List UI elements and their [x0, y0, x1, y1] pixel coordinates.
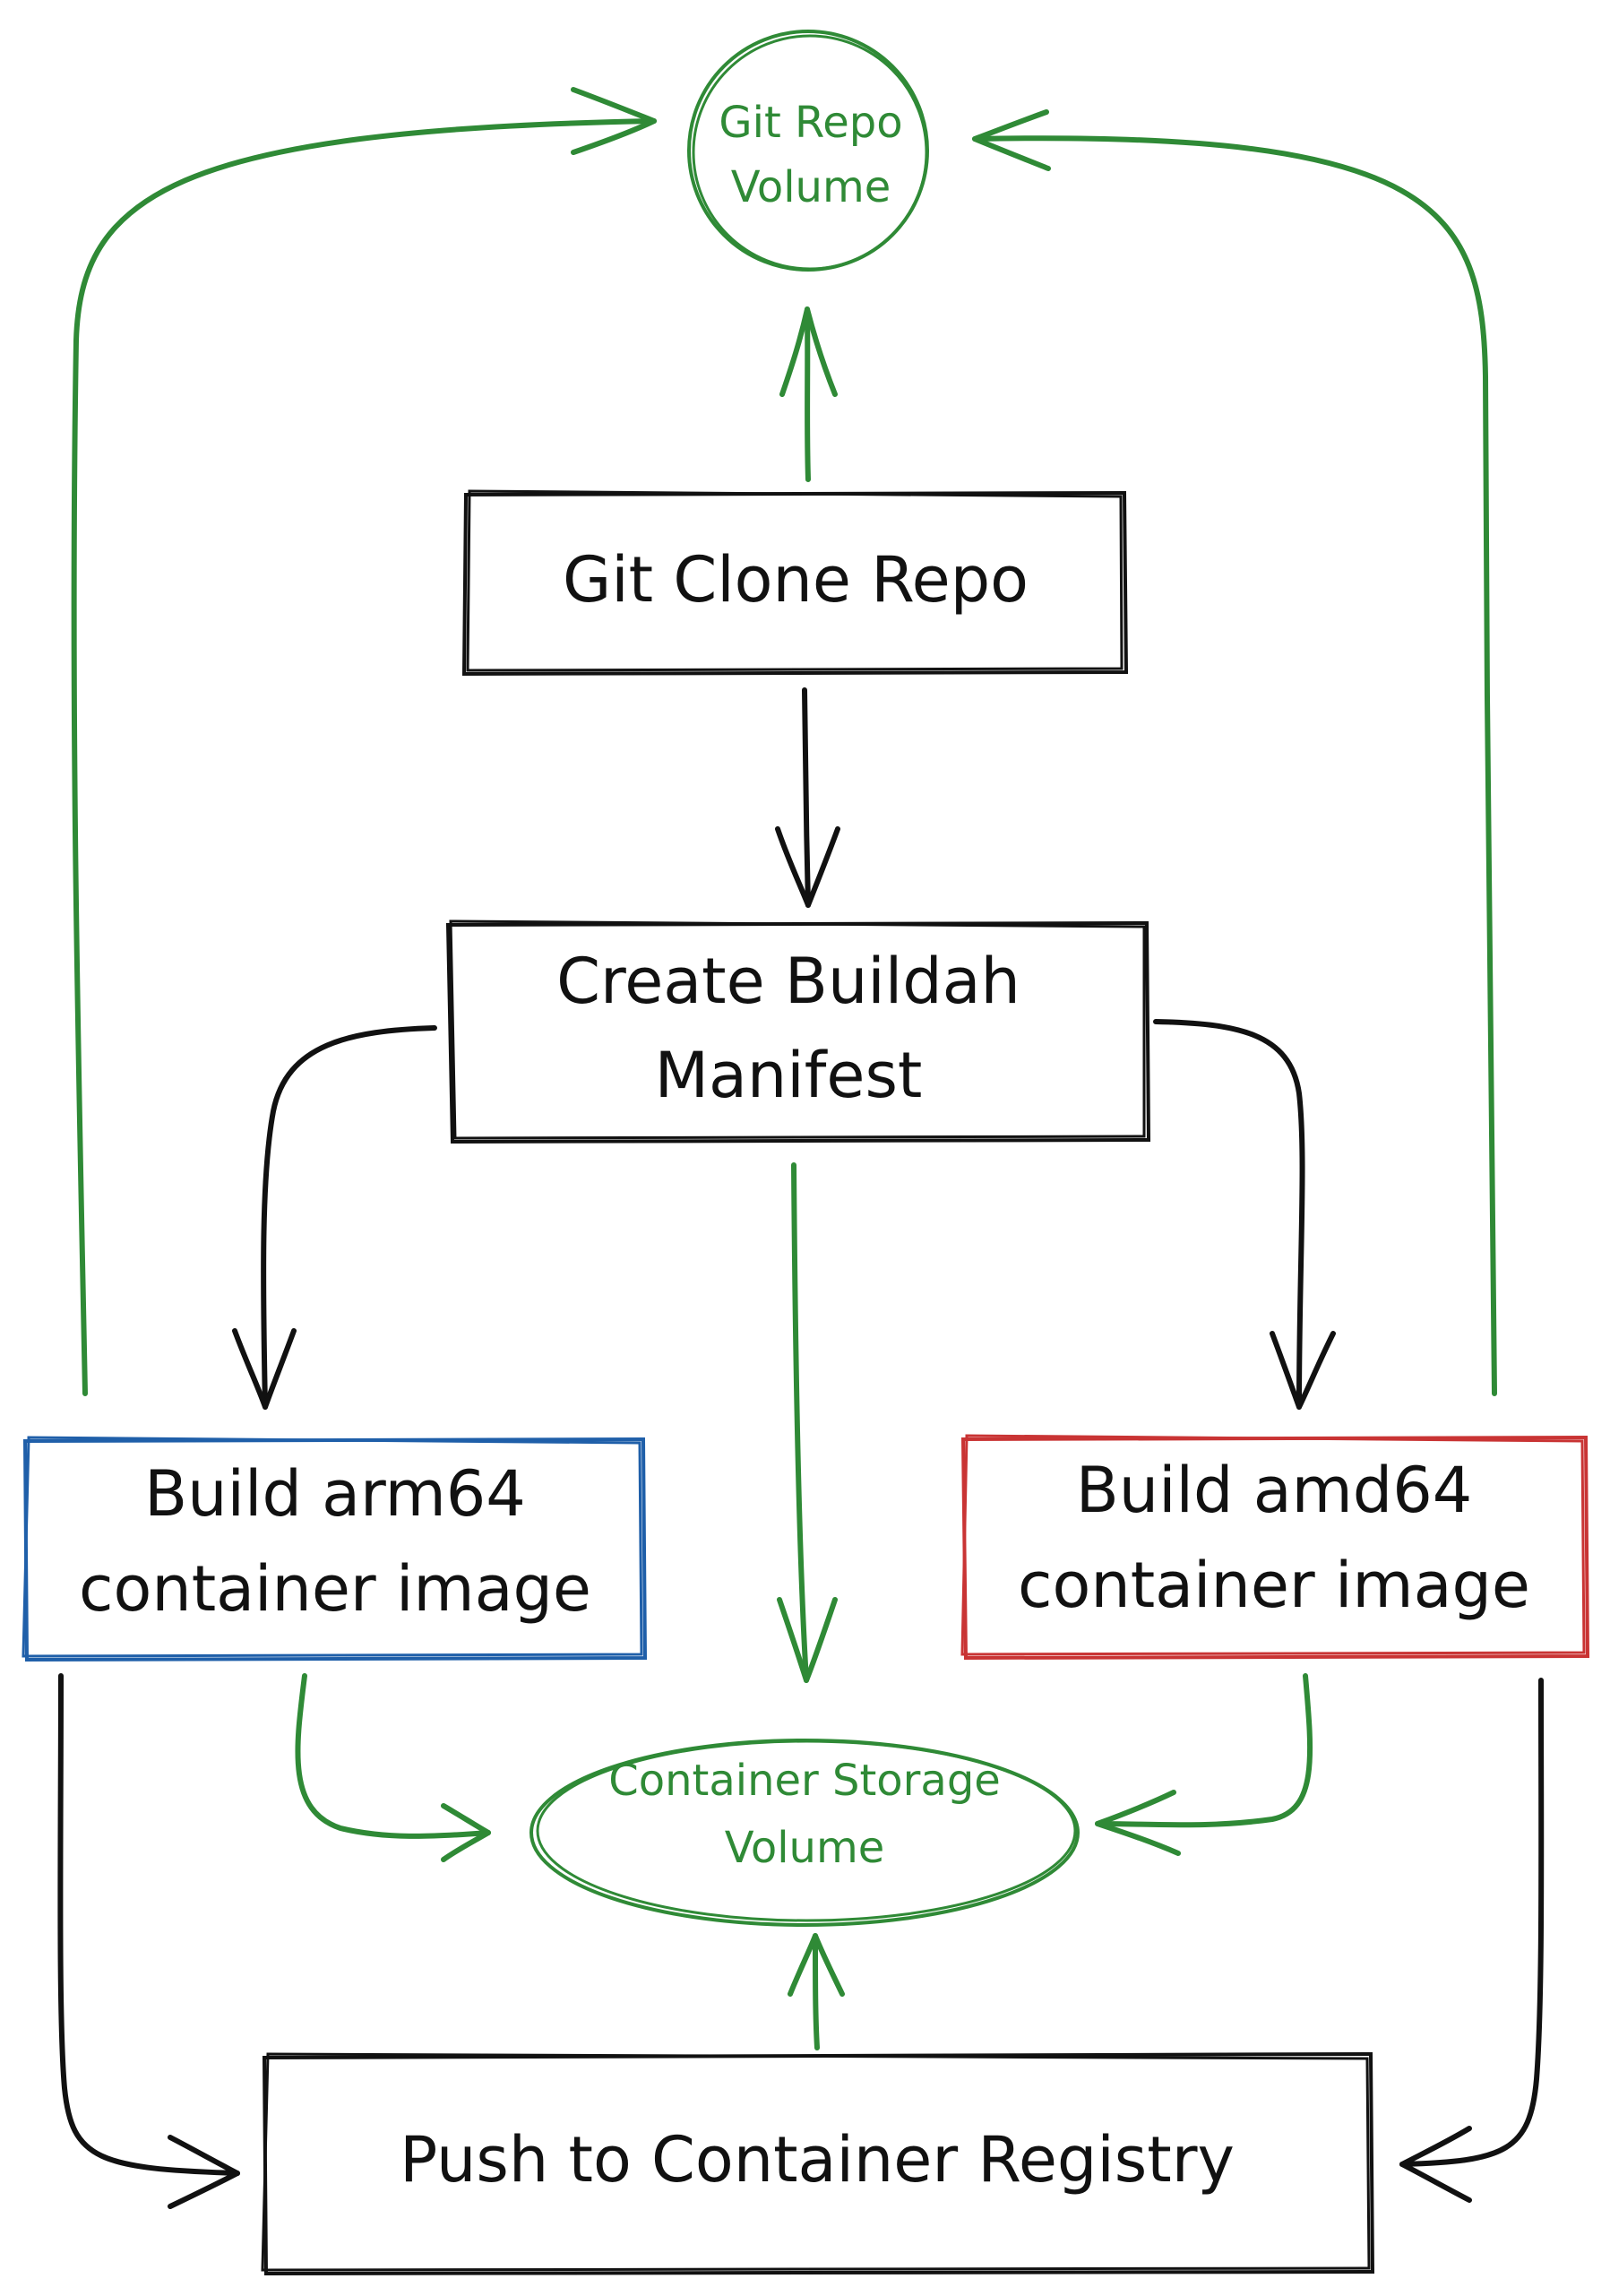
git-repo-volume-line-1: Git Repo — [719, 98, 902, 148]
edge-arm64-to-push — [57, 1673, 240, 2209]
git-repo-volume-node: Git Repo Volume — [687, 30, 929, 272]
container-storage-volume-node: Container Storage Volume — [529, 1739, 1080, 1927]
edge-arm64-to-container-storage — [295, 1673, 491, 1862]
edge-manifest-to-container-storage — [777, 1162, 838, 1683]
edge-manifest-to-arm64 — [232, 1025, 437, 1410]
edge-amd64-to-push — [1399, 1678, 1545, 2203]
push-to-container-registry-node: Push to Container Registry — [261, 2051, 1375, 2276]
edge-manifest-to-amd64 — [1153, 1019, 1336, 1410]
git-repo-volume-line-2: Volume — [731, 162, 891, 212]
edge-push-to-container-storage — [788, 1933, 845, 2050]
edge-git-clone-to-git-repo-volume — [779, 306, 838, 482]
create-buildah-manifest-line-2: Manifest — [655, 1039, 923, 1112]
git-clone-repo-node: Git Clone Repo — [461, 489, 1129, 677]
push-to-container-registry-label: Push to Container Registry — [400, 2123, 1235, 2197]
create-buildah-manifest-line-1: Create Buildah — [556, 945, 1020, 1018]
container-storage-volume-line-1: Container Storage — [608, 1756, 1001, 1806]
build-amd64-line-2: container image — [1018, 1549, 1530, 1622]
build-arm64-node: Build arm64 container image — [22, 1436, 648, 1662]
build-arm64-line-1: Build arm64 — [144, 1457, 526, 1531]
build-arm64-line-2: container image — [79, 1552, 591, 1626]
create-buildah-manifest-node: Create Buildah Manifest — [445, 919, 1151, 1144]
git-clone-repo-label: Git Clone Repo — [563, 543, 1029, 617]
edge-arm64-to-git-repo-volume — [71, 87, 657, 1396]
edge-amd64-to-container-storage — [1095, 1673, 1313, 1856]
build-amd64-node: Build amd64 container image — [960, 1434, 1590, 1661]
container-storage-volume-line-2: Volume — [725, 1823, 885, 1873]
build-amd64-line-1: Build amd64 — [1076, 1454, 1473, 1527]
edge-amd64-to-git-repo-volume — [972, 109, 1497, 1396]
edge-git-clone-to-manifest — [775, 687, 840, 908]
